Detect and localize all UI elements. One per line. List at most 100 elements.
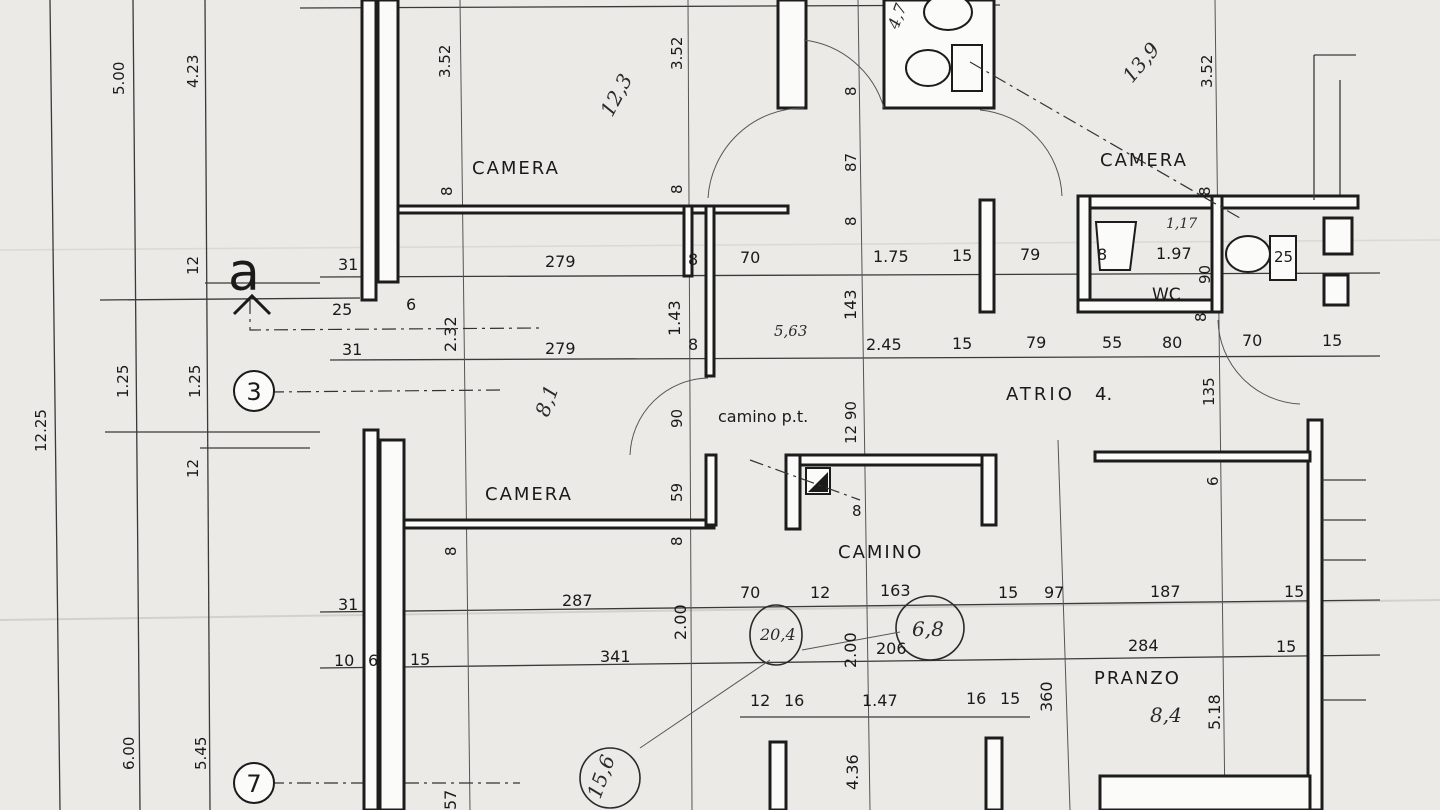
svg-text:59: 59 — [668, 483, 686, 502]
svg-text:55: 55 — [1102, 333, 1122, 352]
svg-text:1,17: 1,17 — [1166, 216, 1197, 232]
svg-text:279: 279 — [545, 252, 576, 271]
svg-text:206: 206 — [876, 639, 907, 658]
svg-text:8: 8 — [852, 502, 862, 520]
svg-text:287: 287 — [562, 591, 593, 610]
svg-text:135: 135 — [1200, 377, 1218, 406]
svg-text:8: 8 — [442, 546, 460, 556]
svg-text:187: 187 — [1150, 582, 1181, 601]
svg-text:8: 8 — [1192, 312, 1210, 322]
axis-marker-7 — [233, 762, 275, 804]
svg-text:341: 341 — [600, 647, 631, 666]
doors — [629, 39, 1301, 456]
toilet-icon — [905, 49, 951, 87]
label-camino-pt: camino p.t. — [718, 407, 808, 426]
note-circle — [895, 595, 965, 661]
svg-text:25: 25 — [1274, 248, 1293, 266]
svg-text:20,4: 20,4 — [759, 625, 796, 644]
svg-text:8,4: 8,4 — [1150, 703, 1182, 727]
note-circle — [579, 747, 641, 809]
svg-text:3.52: 3.52 — [1198, 55, 1216, 88]
svg-text:6.00: 6.00 — [120, 737, 138, 770]
svg-text:16: 16 — [966, 689, 986, 708]
svg-text:143: 143 — [841, 289, 860, 320]
room-pranzo: PRANZO — [1094, 668, 1181, 689]
room-camera-mid: CAMERA — [485, 484, 573, 505]
svg-text:15: 15 — [1000, 689, 1020, 708]
svg-text:87: 87 — [842, 153, 860, 172]
svg-text:1.25: 1.25 — [186, 365, 204, 398]
dim-row-279-top: 31 279 8 70 1.75 15 79 8 1.97 — [338, 244, 1192, 274]
svg-text:70: 70 — [740, 248, 760, 267]
svg-text:4.23: 4.23 — [184, 55, 202, 88]
svg-text:1.75: 1.75 — [873, 247, 909, 266]
svg-text:6: 6 — [368, 651, 378, 670]
svg-text:3.52: 3.52 — [668, 37, 686, 70]
bathroom-fixtures — [805, 0, 1297, 495]
exterior-wall-left — [360, 0, 406, 810]
left-dimension-labels: 5.00 4.23 12.25 1.25 1.25 12 12 6.00 5.4… — [32, 55, 210, 770]
svg-text:8: 8 — [668, 536, 686, 546]
svg-text:8: 8 — [1196, 186, 1214, 196]
room-labels: CAMERA CAMERA CAMERA WC ATRIO 4. camino … — [472, 150, 1188, 689]
dim-row-279-bottom: 31 279 8 2.45 15 79 55 80 70 15 — [342, 331, 1342, 359]
right-edge-frame — [1313, 54, 1366, 701]
svg-text:2.45: 2.45 — [866, 335, 902, 354]
svg-text:1.97: 1.97 — [1156, 244, 1192, 263]
svg-text:10: 10 — [334, 651, 354, 670]
svg-text:5.45: 5.45 — [192, 737, 210, 770]
svg-text:5.18: 5.18 — [1205, 694, 1224, 730]
svg-text:1.43: 1.43 — [665, 300, 684, 336]
svg-text:31: 31 — [342, 340, 362, 359]
svg-text:5,63: 5,63 — [774, 322, 807, 340]
room-camino: CAMINO — [838, 542, 923, 563]
svg-text:2.00: 2.00 — [841, 632, 860, 668]
axis-label-3: 3 — [246, 378, 261, 406]
svg-text:3.52: 3.52 — [436, 45, 454, 78]
dim-row-middle: 25 6 2.32 1.43 143 — [332, 289, 860, 352]
svg-text:12: 12 — [184, 256, 202, 275]
svg-text:5.00: 5.00 — [110, 62, 128, 95]
svg-text:15: 15 — [1284, 582, 1304, 601]
svg-text:8: 8 — [688, 250, 698, 269]
svg-text:12: 12 — [810, 583, 830, 602]
svg-text:4.36: 4.36 — [843, 754, 862, 790]
room-atrio: ATRIO — [1006, 384, 1075, 405]
svg-text:2.32: 2.32 — [441, 316, 460, 352]
svg-text:70: 70 — [1242, 331, 1262, 350]
svg-text:31: 31 — [338, 255, 358, 274]
svg-text:8: 8 — [668, 184, 686, 194]
svg-text:90: 90 — [668, 409, 686, 428]
room-atrio-number: 4. — [1095, 384, 1112, 405]
svg-text:8: 8 — [842, 216, 860, 226]
dim-row-147: 12 16 1.47 16 15 360 5.18 4.36 57 — [441, 681, 1224, 810]
svg-text:16: 16 — [784, 691, 804, 710]
sink-icon — [923, 0, 973, 31]
svg-text:1.25: 1.25 — [114, 365, 132, 398]
svg-text:8: 8 — [688, 335, 698, 354]
room-wc: WC — [1152, 285, 1181, 305]
svg-text:279: 279 — [545, 339, 576, 358]
svg-text:57: 57 — [441, 790, 460, 810]
left-dimension-lines — [49, 0, 361, 810]
room-camera-right: CAMERA — [1100, 150, 1188, 171]
svg-text:80: 80 — [1162, 333, 1182, 352]
svg-text:12.25: 12.25 — [32, 409, 50, 452]
svg-text:2.00: 2.00 — [671, 604, 690, 640]
wc-toilet-icon — [1225, 235, 1271, 273]
svg-text:6: 6 — [1204, 476, 1222, 486]
section-arrow-icon — [232, 293, 272, 316]
svg-text:8: 8 — [842, 86, 860, 96]
dim-row-341: 10 6 15 341 2.00 2.00 206 284 15 — [334, 604, 1296, 670]
svg-text:6,8: 6,8 — [912, 617, 944, 641]
dim-row-287: 31 287 70 12 163 15 97 187 15 — [338, 581, 1304, 614]
svg-text:8: 8 — [438, 186, 456, 196]
svg-text:79: 79 — [1026, 333, 1046, 352]
svg-text:15: 15 — [1322, 331, 1342, 350]
svg-text:1.47: 1.47 — [862, 691, 898, 710]
svg-text:6: 6 — [406, 295, 416, 314]
room-camera-top: CAMERA — [472, 158, 560, 179]
svg-text:15: 15 — [1276, 637, 1296, 656]
axis-marker-3 — [233, 370, 275, 412]
